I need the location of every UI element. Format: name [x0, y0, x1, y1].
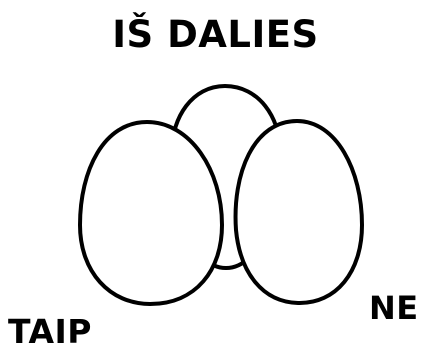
label-no: NE — [369, 292, 419, 324]
label-yes: TAIP — [8, 315, 92, 348]
egg-icon-right — [236, 121, 362, 303]
